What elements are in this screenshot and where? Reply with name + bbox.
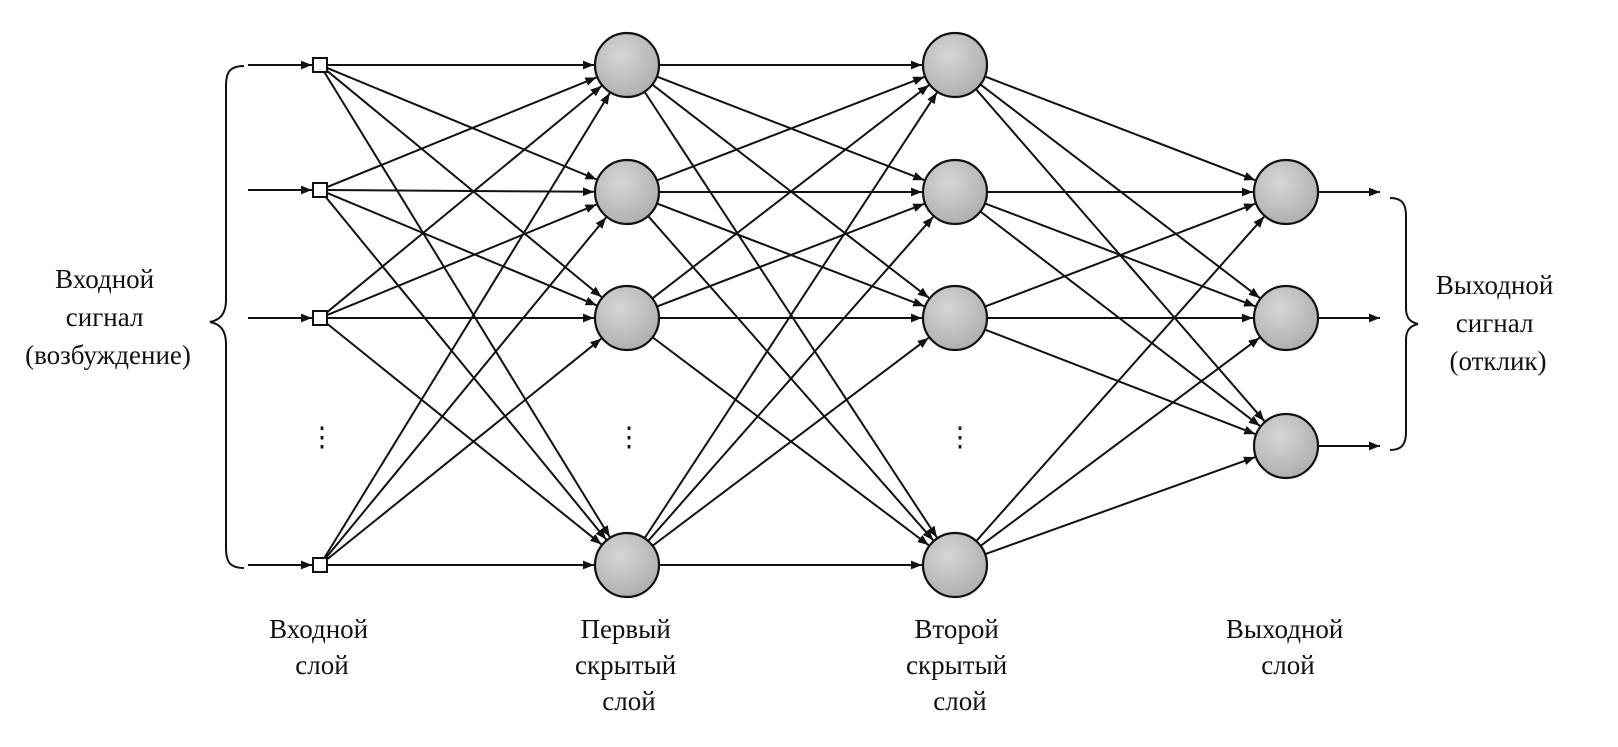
hidden2-neuron-3	[921, 531, 989, 599]
connection-input-0-hidden1-2	[324, 68, 603, 298]
connection-hidden1-3-hidden2-2	[651, 337, 930, 547]
connection-hidden1-3-hidden2-0	[643, 92, 938, 539]
connection-hidden2-3-output-1	[980, 336, 1261, 547]
hidden1-neuron-0	[593, 31, 661, 99]
connection-hidden1-2-hidden2-1	[656, 202, 925, 308]
output-signal-brace	[1389, 197, 1419, 451]
input-ellipsis: ⋮	[309, 422, 336, 452]
connection-input-2-hidden1-0	[324, 85, 603, 315]
input-node-3	[312, 557, 328, 573]
connection-input-0-hidden1-1	[326, 66, 597, 181]
input-signal-label: Входной сигнал (возбуждение)	[25, 264, 191, 370]
hidden2-neuron-0	[921, 31, 989, 99]
hidden1-ellipsis: ⋮	[616, 422, 643, 452]
connection-input-3-hidden1-0	[322, 92, 611, 560]
connection-input-3-hidden1-2	[324, 337, 602, 562]
connection-input-1-hidden1-0	[326, 76, 597, 189]
connection-hidden2-3-output-2	[984, 456, 1256, 556]
input-signal-brace	[209, 65, 245, 569]
input-layer-caption: Входной слой	[269, 614, 375, 680]
input-node-2	[312, 310, 328, 326]
connection-input-2-hidden1-1	[326, 203, 597, 317]
connection-hidden2-3-output-0	[975, 216, 1265, 542]
hidden1-neuron-2	[593, 284, 661, 352]
connection-lines	[248, 60, 1380, 570]
connection-hidden1-1-hidden2-0	[656, 75, 925, 182]
connection-hidden2-0-output-0	[984, 75, 1256, 182]
output-neuron-2	[1252, 412, 1320, 480]
hidden1-neuron-3	[593, 531, 661, 599]
output-neuron-0	[1252, 158, 1320, 226]
connection-input-1-hidden1-2	[326, 191, 597, 307]
connection-input-1-hidden1-1	[326, 187, 595, 197]
hidden2-neuron-2	[921, 284, 989, 352]
output-neuron-1	[1252, 284, 1320, 352]
connection-hidden1-3-hidden2-1	[647, 216, 934, 542]
connection-input-2-hidden1-3	[324, 321, 602, 546]
connection-hidden1-2-hidden2-0	[651, 84, 930, 300]
output-signal-label: Выходной сигнал (отклик)	[1436, 270, 1560, 376]
hidden2-ellipsis: ⋮	[947, 422, 974, 452]
hidden2-layer-caption: Второй скрытый слой	[906, 614, 1014, 716]
hidden1-neuron-1	[593, 158, 661, 226]
input-node-0	[312, 57, 328, 73]
connection-input-1-hidden1-3	[323, 194, 607, 541]
connection-input-0-hidden1-3	[322, 70, 611, 538]
output-layer-caption: Выходной слой	[1226, 614, 1350, 680]
connection-input-3-hidden1-1	[323, 216, 607, 561]
connection-hidden2-2-output-0	[984, 202, 1256, 308]
hidden2-neuron-1	[921, 158, 989, 226]
network-nodes	[312, 31, 1320, 599]
connection-hidden2-2-output-2	[984, 328, 1256, 436]
input-node-1	[312, 182, 328, 198]
hidden1-layer-caption: Первый скрытый слой	[575, 614, 683, 716]
